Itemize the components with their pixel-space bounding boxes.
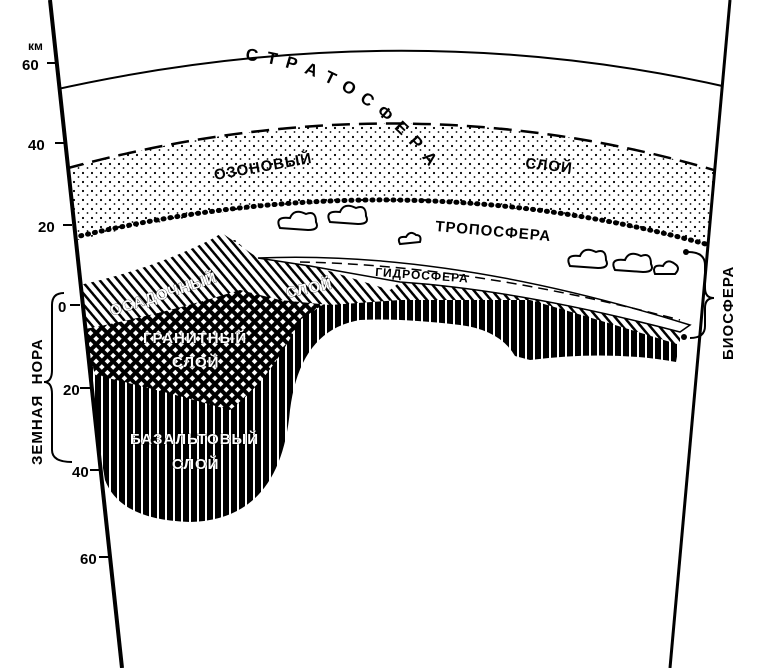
tick-40-down: 40 <box>72 464 89 481</box>
left-section-boundary <box>48 0 124 668</box>
tick-60-down: 60 <box>80 551 97 568</box>
axis-ticks <box>47 62 109 558</box>
ozone-top-boundary <box>50 122 730 180</box>
hydrosphere <box>257 256 692 333</box>
tick-40-up: 40 <box>28 137 45 154</box>
tick-20-up: 20 <box>38 219 55 236</box>
label-biosphere: БИОСФЕРА <box>720 266 737 360</box>
ozone-layer <box>50 123 730 256</box>
label-ozone-2: СЛОЙ <box>525 154 574 177</box>
right-section-boundary <box>668 0 732 668</box>
sedimentary-layer <box>75 233 680 345</box>
tick-60-up: 60 <box>22 57 39 74</box>
biosphere-bottom-dot <box>681 334 687 340</box>
biosphere-top-dot <box>683 249 689 255</box>
label-earth-crust: ЗЕМНАЯ НОРА <box>29 338 46 465</box>
axis-unit: км <box>28 39 43 53</box>
hydrosphere-dashes <box>299 261 681 321</box>
tropopause-boundary <box>50 197 730 257</box>
stratosphere-top-line <box>50 49 730 94</box>
biosphere-bracket <box>687 251 715 339</box>
cloud-icons <box>277 204 679 275</box>
label-granite: ГРАНИТНЫЙ <box>143 329 247 347</box>
tick-20-down: 20 <box>63 382 80 399</box>
label-granite-2: СЛОЙ <box>172 353 219 371</box>
label-hydrosphere: ГИДРОСФЕРА <box>375 265 469 286</box>
label-troposphere: ТРОПОСФЕРА <box>435 218 552 245</box>
crust-bracket <box>43 292 73 463</box>
tick-0: 0 <box>58 299 66 316</box>
label-basalt-2: СЛОЙ <box>172 455 219 473</box>
label-basalt: БАЗАЛЬТОВЫЙ <box>130 430 259 448</box>
